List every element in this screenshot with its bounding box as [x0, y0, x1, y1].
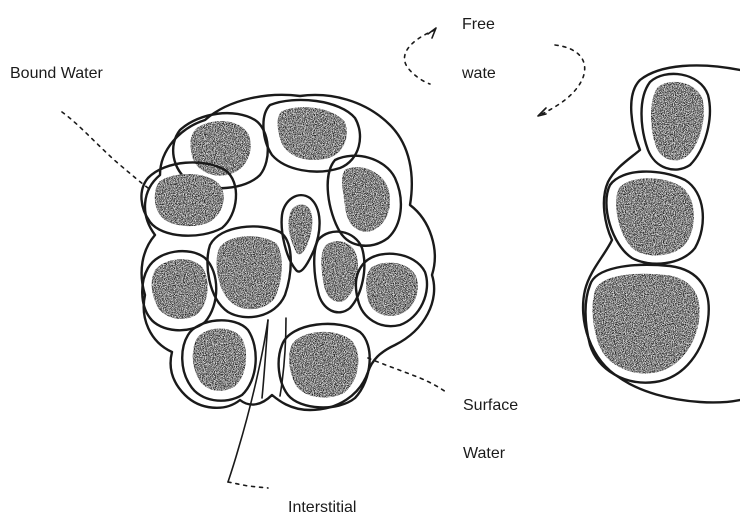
bound-water-leader: [62, 112, 148, 188]
particle-core: [322, 242, 357, 301]
particle: [356, 254, 427, 326]
particle-core: [617, 179, 693, 255]
particle-core: [152, 260, 206, 318]
particle-core: [290, 333, 358, 397]
label-free-water-line1: Free: [462, 17, 495, 33]
particle-core: [156, 175, 223, 226]
floc-cluster: [141, 95, 434, 410]
particle: [263, 100, 360, 172]
label-surface-water-line1: Surface: [463, 398, 518, 414]
particle: [142, 251, 216, 330]
particle-core: [343, 168, 389, 231]
particle-core: [217, 237, 281, 308]
free-water-curve-left: [404, 30, 435, 84]
particle: [182, 320, 255, 400]
particle-core: [278, 108, 346, 159]
particle-core: [289, 205, 311, 253]
particle-core: [652, 83, 703, 160]
particle: [606, 172, 702, 264]
surface-water-leader: [368, 358, 446, 392]
particle: [642, 74, 710, 170]
free-water-arrow-tip: [428, 28, 436, 38]
interstitial-leader-tail: [228, 482, 268, 488]
label-free-water-line2: wate: [462, 66, 496, 82]
interstitial-channel-wall-left: [262, 320, 268, 398]
particle-core: [194, 329, 246, 390]
label-interstitial: Interstitial: [288, 500, 356, 516]
particle-core: [367, 263, 417, 315]
particle-core: [593, 275, 699, 373]
free-water-curve-right: [540, 45, 585, 115]
label-bound-water: Bound Water: [10, 66, 103, 82]
particle: [207, 226, 290, 317]
particle: [279, 324, 370, 408]
label-surface-water-line2: Water: [463, 446, 505, 462]
particle-chain: [583, 65, 740, 402]
